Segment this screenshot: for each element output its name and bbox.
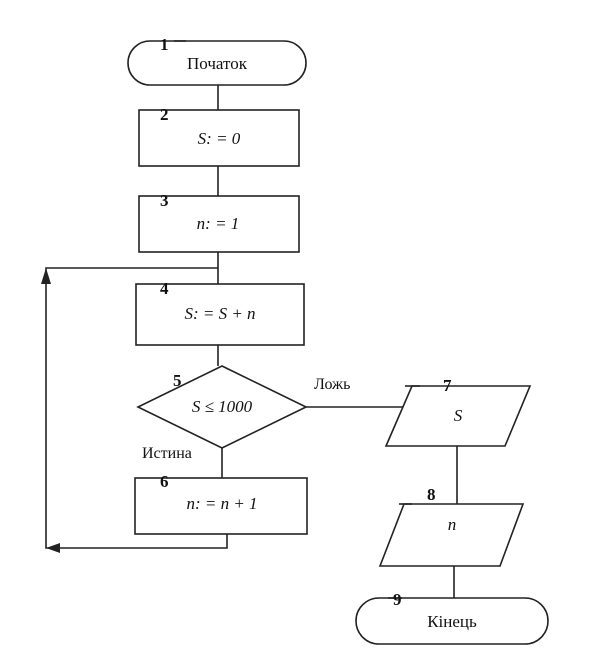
block-init-s-label: S: = 0: [198, 129, 241, 148]
block-sum: S: = S + n: [135, 283, 305, 346]
block-inc: n: = n + 1: [134, 477, 308, 535]
block-cond: S ≤ 1000: [136, 365, 308, 449]
io-shape: [378, 503, 525, 567]
terminator-shape: [355, 597, 549, 645]
block-sum-number: 4: [160, 279, 169, 298]
block-out-n: n: [378, 503, 525, 567]
block-init-n-label: n: = 1: [197, 214, 240, 233]
process-shape: [135, 283, 305, 346]
block-end-label: Кінець: [427, 612, 477, 631]
block-cond-number: 5: [173, 371, 182, 390]
true-branch-label: Истина: [142, 445, 192, 462]
block-out-s-label: S: [454, 406, 463, 425]
loop-arrow-up: [41, 268, 51, 284]
block-cond-label: S ≤ 1000: [192, 397, 253, 416]
terminator-shape: [127, 40, 307, 86]
decision-shape: [136, 365, 308, 449]
io-shape: [384, 385, 532, 447]
process-shape: [138, 109, 300, 167]
false-branch-label: Ложь: [314, 376, 350, 393]
block-inc-number: 6: [160, 472, 169, 491]
process-shape: [134, 477, 308, 535]
block-sum-label: S: = S + n: [184, 304, 255, 323]
block-init-s-number: 2: [160, 105, 169, 124]
process-shape: [138, 195, 300, 253]
block-end: Кінець: [355, 597, 549, 645]
block-init-s: S: = 0: [138, 109, 300, 167]
block-init-n-number: 3: [160, 191, 169, 210]
connectors: [41, 84, 458, 598]
block-end-number: 9: [393, 590, 402, 609]
block-start: Початок: [127, 40, 307, 86]
block-out-n-label: n: [448, 515, 457, 534]
block-out-s-number: 7: [443, 376, 452, 395]
block-out-s: S: [384, 385, 532, 447]
block-inc-label: n: = n + 1: [186, 494, 257, 513]
block-start-label: Початок: [187, 54, 248, 73]
block-out-n-number: 8: [427, 485, 436, 504]
loop-arrow-left: [46, 543, 60, 553]
block-init-n: n: = 1: [138, 195, 300, 253]
block-start-number: 1: [160, 35, 169, 54]
